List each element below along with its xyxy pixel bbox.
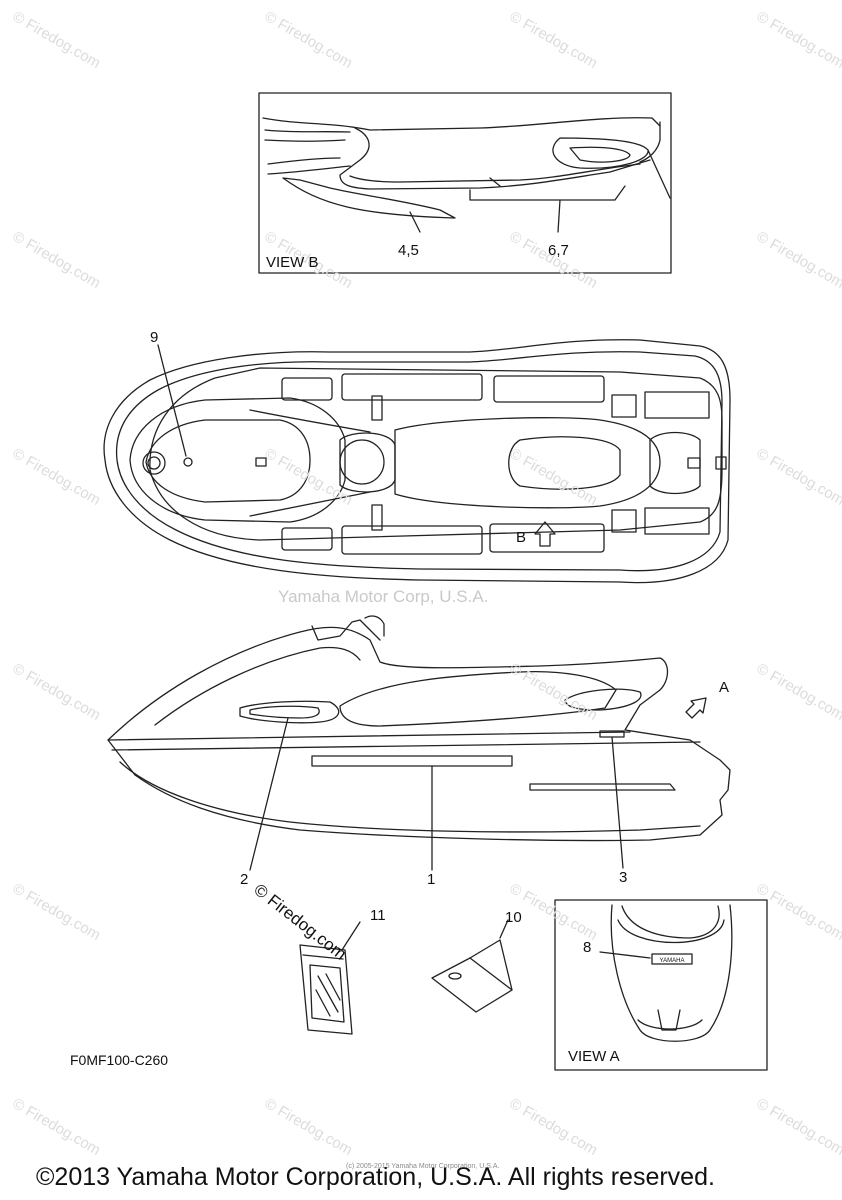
callout-9: 9 <box>150 329 159 346</box>
copyright-notice: ©2013 Yamaha Motor Corporation, U.S.A. A… <box>36 1163 715 1191</box>
fine-print: (c) 2005-2015 Yamaha Motor Corporation, … <box>346 1163 500 1170</box>
top-view-drawing <box>103 339 731 584</box>
callout-10: 10 <box>505 909 522 926</box>
side-view-drawing <box>107 615 731 871</box>
callout-11: 11 <box>370 907 386 924</box>
callout-1: 1 <box>427 871 436 888</box>
view-a-emblem-text: YAMAHA <box>660 958 685 964</box>
callout-8: 8 <box>583 939 592 956</box>
view-b-frame <box>258 92 672 274</box>
view-a-frame <box>554 899 768 1071</box>
view-b-drawing <box>262 117 671 233</box>
part-10-card <box>431 919 513 1013</box>
arrow-b-label: B <box>516 529 527 546</box>
arrow-a-icon <box>685 697 707 719</box>
callout-4-5: 4,5 <box>398 242 419 259</box>
watermark-center: Yamaha Motor Corp, U.S.A. <box>278 587 489 606</box>
figure-code: F0MF100-C260 <box>70 1052 169 1068</box>
view-a-title: VIEW A <box>568 1048 620 1065</box>
view-b-title: VIEW B <box>266 254 319 271</box>
callout-3: 3 <box>619 869 628 886</box>
view-a-drawing <box>599 904 733 1042</box>
arrow-b-icon <box>534 521 556 547</box>
callout-2: 2 <box>240 871 249 888</box>
callout-6-7: 6,7 <box>548 242 569 259</box>
arrow-a-label: A <box>719 679 730 696</box>
part-11-document-bag <box>299 921 361 1035</box>
